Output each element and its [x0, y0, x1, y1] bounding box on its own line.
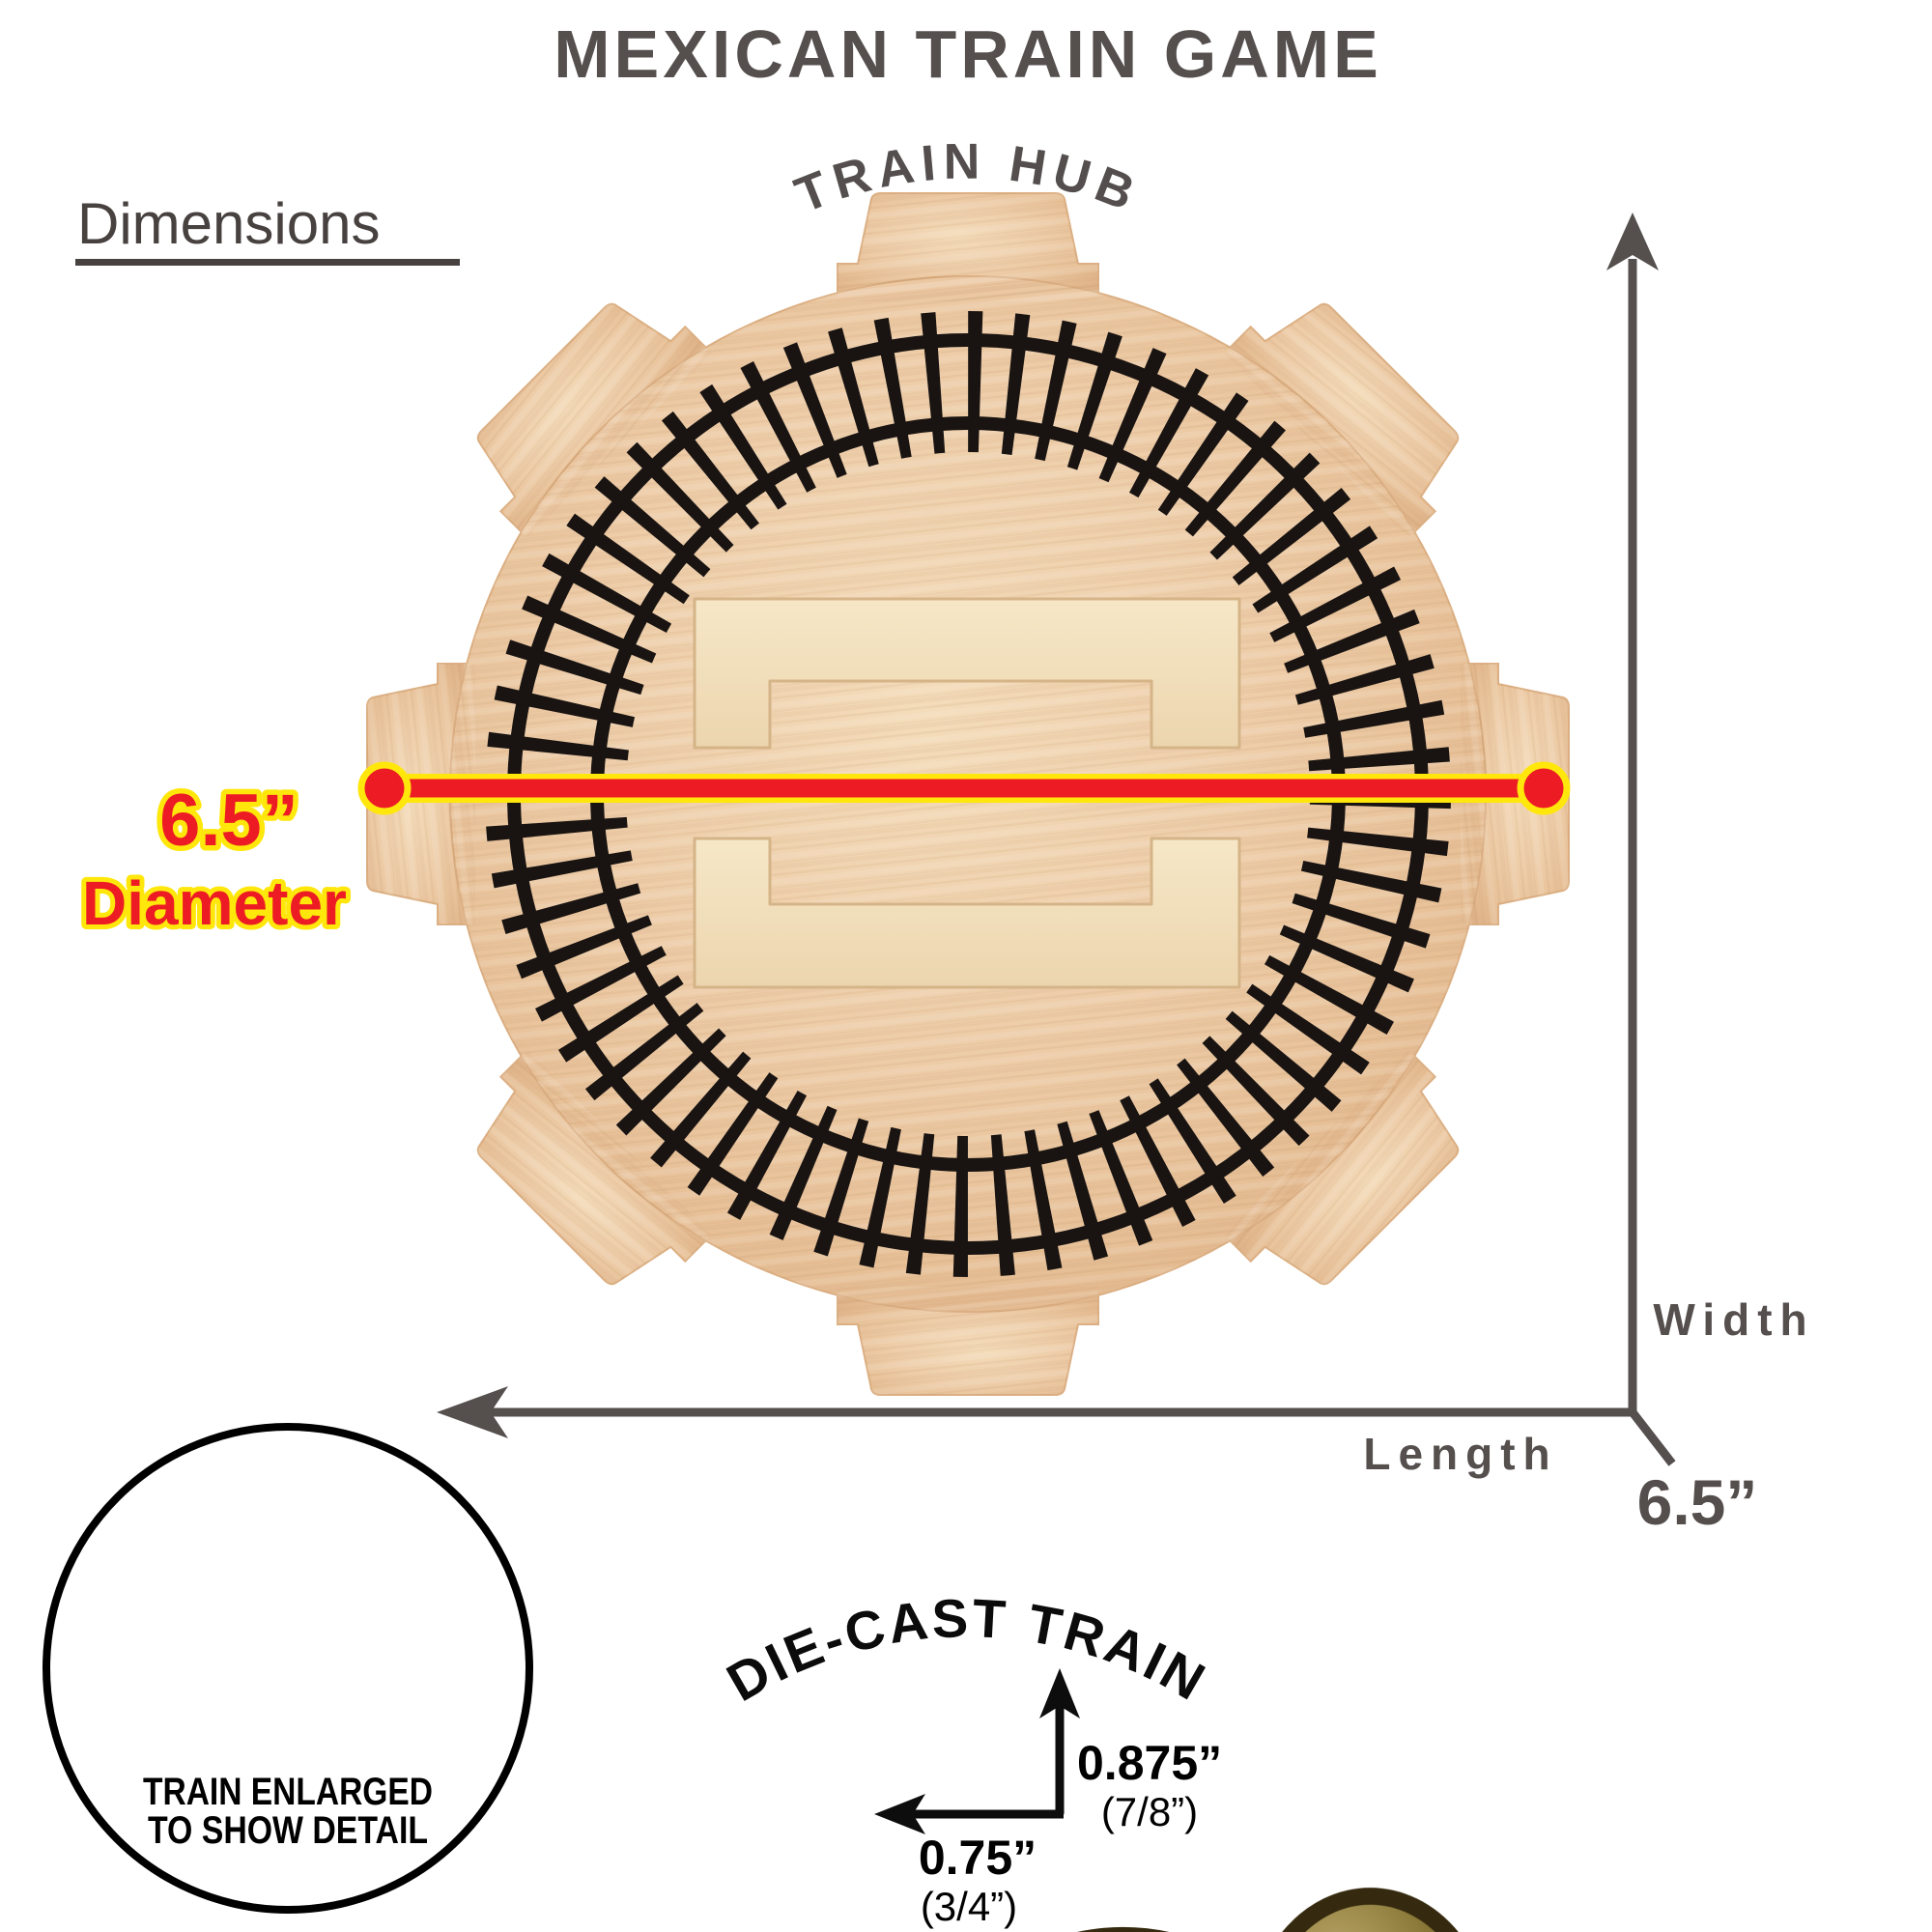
- train-inset: TRAIN ENLARGED TO SHOW DETAIL: [43, 1423, 533, 1914]
- diameter-label: Diameter: [82, 868, 347, 938]
- diameter-line: [357, 761, 1571, 815]
- arrow-left-icon: [437, 1386, 508, 1438]
- diameter-endpoint-right: [1517, 761, 1571, 815]
- locomotive-icon-small: [939, 1896, 1932, 1932]
- dimensions-underline: [75, 259, 460, 266]
- center-holder: [693, 597, 1241, 989]
- diameter-value: 6.5”: [159, 780, 298, 862]
- page-title: MEXICAN TRAIN GAME: [554, 16, 1382, 92]
- small-arrow-left-icon: [874, 1794, 925, 1834]
- diameter-label-group: 6.5” Diameter: [77, 775, 352, 944]
- center-holder-bottom: [693, 837, 1241, 989]
- die-cast-height-fraction: (7/8”): [1101, 1789, 1198, 1834]
- dimensions-heading: Dimensions: [75, 191, 460, 266]
- die-cast-height-value: 0.875”: [1077, 1736, 1222, 1790]
- length-value: 6.5”: [1637, 1466, 1758, 1538]
- inset-caption-line1: TRAIN ENLARGED: [143, 1771, 433, 1813]
- dimension-axes: [437, 213, 1676, 1466]
- die-cast-width-fraction: (3/4”): [921, 1884, 1017, 1929]
- die-cast-width-value: 0.75”: [919, 1831, 1037, 1885]
- small-arrow-up-icon: [1039, 1668, 1080, 1719]
- arrow-up-icon: [1606, 213, 1659, 270]
- die-cast-dimension-lines: [874, 1668, 1080, 1834]
- diameter-endpoint-left: [357, 761, 412, 815]
- inset-circle: [43, 1423, 533, 1914]
- die-cast-arc-label: DIE-CAST TRAIN: [717, 1587, 1217, 1713]
- center-holder-top: [693, 597, 1241, 750]
- length-axis-label: Length: [1363, 1429, 1557, 1479]
- inset-caption-line2: TO SHOW DETAIL: [148, 1809, 428, 1852]
- width-axis-label: Width: [1653, 1294, 1814, 1345]
- corner-tick: [1629, 1409, 1676, 1466]
- dimensions-heading-label: Dimensions: [77, 191, 380, 256]
